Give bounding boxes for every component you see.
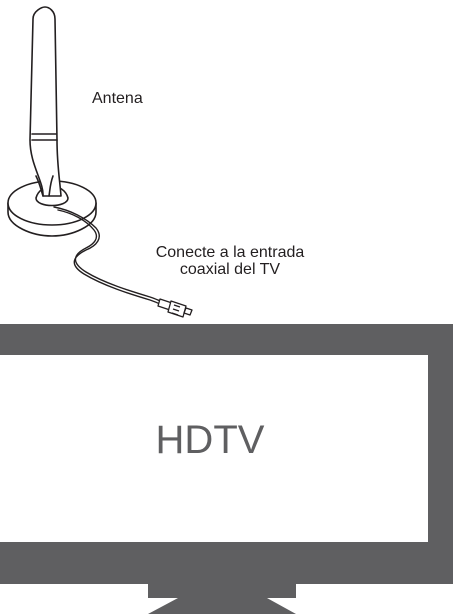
tv-stand — [148, 584, 296, 614]
f-connector-icon — [157, 298, 193, 318]
coaxial-cable — [53, 206, 164, 306]
cable-wire — [53, 206, 163, 306]
tv-illustration — [0, 324, 453, 614]
tv-frame — [0, 324, 453, 584]
tv-screen-label: HDTV — [155, 418, 265, 462]
connect-label-line1: Conecte a la entrada — [155, 244, 305, 261]
connect-coaxial-label: Conecte a la entrada coaxial del TV — [112, 244, 348, 278]
connect-label-line2: coaxial del TV — [179, 261, 281, 278]
antenna-rod — [29, 6, 62, 197]
tv-screen — [0, 355, 428, 542]
cable-wire-parallel — [57, 209, 164, 303]
antenna-label: Antena — [92, 90, 143, 107]
antenna-rod-neck — [35, 175, 54, 197]
antenna-illustration — [7, 6, 97, 237]
